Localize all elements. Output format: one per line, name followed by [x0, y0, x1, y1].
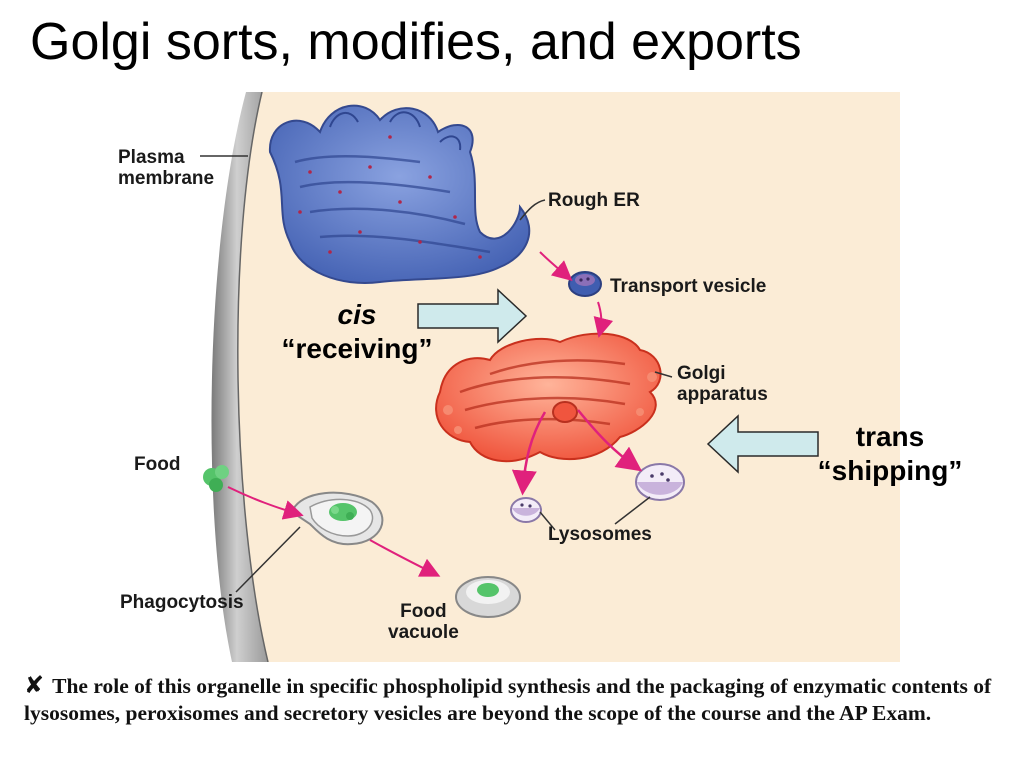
label-phagocytosis: Phagocytosis [120, 592, 244, 613]
label-lysosomes: Lysosomes [548, 524, 652, 545]
food-particle [203, 465, 229, 492]
cis-callout: cis “receiving” [281, 299, 433, 364]
transport-vesicle-shape [568, 271, 602, 297]
lysosome-shapes [510, 463, 685, 523]
footnote: ✘The role of this organelle in specific … [24, 672, 1014, 727]
cross-mark-icon: ✘ [24, 671, 45, 699]
food-vacuole-shape [455, 576, 521, 618]
label-golgi-apparatus: Golgi apparatus [677, 363, 768, 405]
plasma-membrane [211, 92, 268, 662]
label-transport-vesicle: Transport vesicle [610, 276, 767, 297]
label-rough-er: Rough ER [548, 190, 640, 211]
diagram-artwork [200, 92, 900, 662]
footnote-text: The role of this organelle in specific p… [24, 674, 992, 725]
trans-callout: trans “shipping” [817, 421, 963, 486]
golgi-diagram: Plasma membrane Rough ER Transport vesic… [0, 92, 1024, 662]
label-food: Food [134, 454, 181, 475]
label-food-vacuole: Food vacuole [388, 601, 459, 643]
slide-title: Golgi sorts, modifies, and exports [30, 13, 802, 71]
golgi-shape [435, 332, 662, 463]
rough-er-shape [268, 104, 531, 284]
label-plasma-membrane: Plasma membrane [118, 147, 215, 189]
cis-arrow [417, 288, 528, 344]
trans-arrow [706, 414, 819, 474]
